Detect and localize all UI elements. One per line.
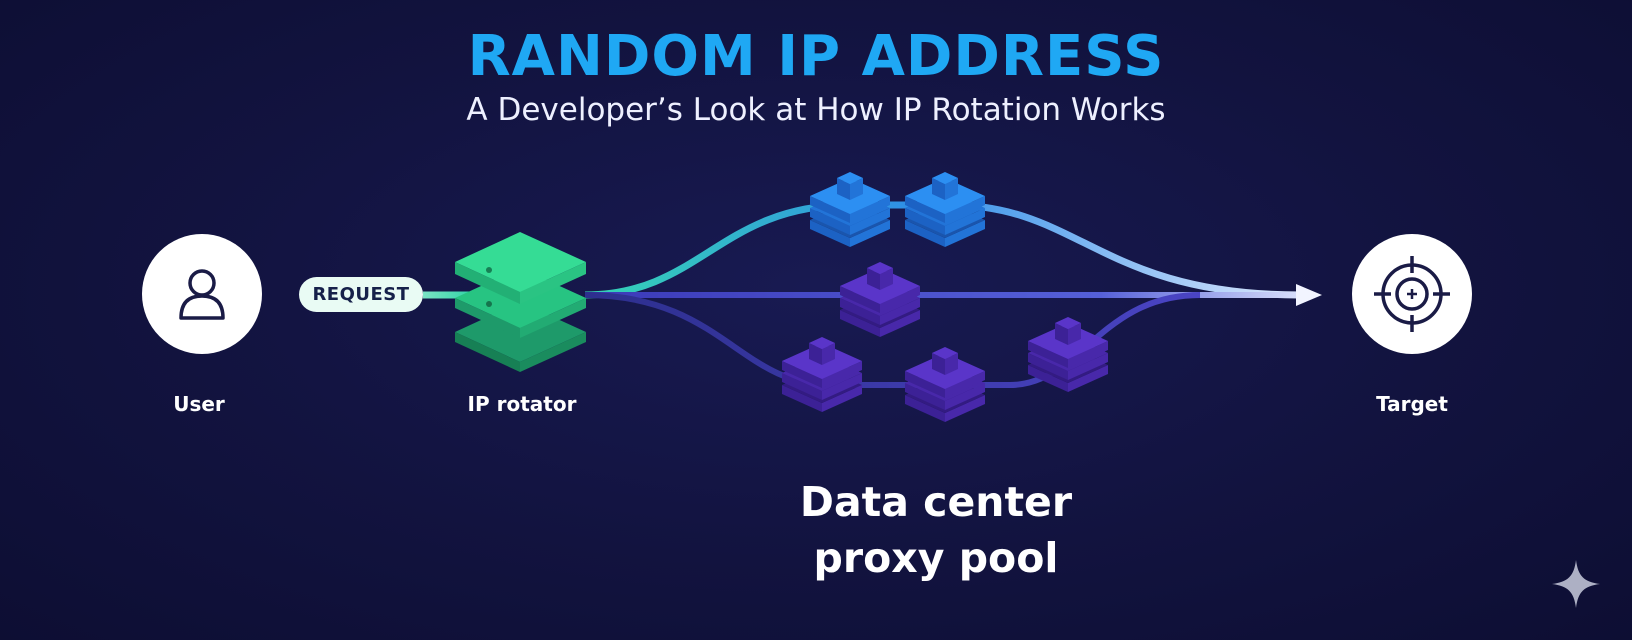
page-title: RANDOM IP ADDRESS	[467, 24, 1165, 89]
ip-rotator-label: IP rotator	[467, 392, 577, 416]
proxy-node-bottom-3-server-stack-icon	[1028, 317, 1108, 392]
ip-rotator-server-stack-icon	[455, 232, 586, 372]
sparkle-icon	[1552, 560, 1600, 608]
target-label: Target	[1376, 392, 1448, 416]
proxy-node-bottom-2-server-stack-icon	[905, 347, 985, 422]
proxy-pool-label-line2: proxy pool	[813, 534, 1059, 582]
arrow-head	[1296, 284, 1322, 306]
proxy-pool-label-line1: Data center	[799, 478, 1073, 526]
request-pill: REQUEST	[299, 277, 423, 312]
user-icon	[179, 269, 225, 320]
proxy-node-bottom-1-server-stack-icon	[782, 337, 862, 412]
crosshair-icon	[1374, 256, 1450, 332]
proxy-node-top-2-server-stack-icon	[905, 172, 985, 247]
proxy-pool-nodes	[782, 172, 1108, 422]
proxy-pool-label: Data center proxy pool	[736, 474, 1136, 586]
user-label: User	[173, 392, 225, 416]
proxy-node-top-1-server-stack-icon	[810, 172, 890, 247]
page-subtitle: A Developer’s Look at How IP Rotation Wo…	[466, 92, 1166, 128]
proxy-node-middle-server-stack-icon	[840, 262, 920, 337]
